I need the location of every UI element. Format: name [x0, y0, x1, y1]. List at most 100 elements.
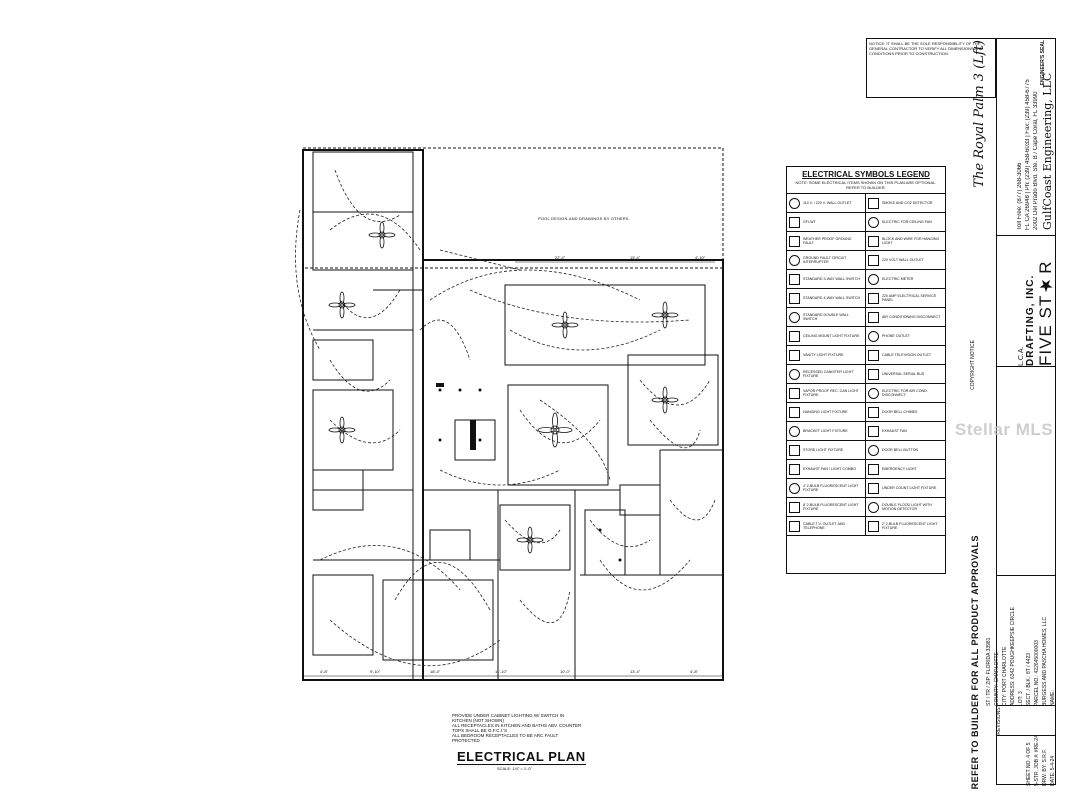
legend-label: PHONE OUTLET	[882, 333, 910, 338]
legend-symbol-icon	[868, 463, 879, 475]
legend-symbol-icon	[789, 368, 800, 380]
pool-area-outline	[302, 147, 724, 269]
bath-2	[312, 339, 374, 381]
legend-label: EXHAUST FAN / LIGHT COMBO	[803, 466, 856, 471]
legend-label: CABLE TELEVISION OUTLET	[882, 352, 932, 357]
legend-item: STANDARD 4-WAY WALL SWITCH	[787, 289, 866, 308]
legend-symbol-icon	[868, 444, 879, 456]
legend-item: DOUBLE FLOOD LIGHT WITH MOTION DETECTOR	[866, 498, 945, 517]
legend-item: GROUND FAULT CIRCUIT INTERRUPTER	[787, 251, 866, 270]
legend-item: 4' 2-BULB FLUORESCENT LIGHT FIXTURE	[787, 479, 866, 498]
engineer-tollfree: Toll Free: (877) 268-3066	[1017, 162, 1023, 230]
legend-item: STANDARD DOUBLE WALL SWITCH	[787, 308, 866, 327]
drafting-license: L.C.A.	[1018, 346, 1025, 366]
bedroom-3	[627, 354, 719, 446]
svg-text:18'-4": 18'-4"	[430, 669, 441, 674]
left-wing-wall	[302, 149, 424, 681]
legend-symbol-icon	[868, 387, 879, 399]
legend-label: EMERGENCY LIGHT	[882, 466, 917, 471]
legend-item: CEILING MOUNT LIGHT FIXTURE	[787, 327, 866, 346]
project-info: NAME: BURGESS AND PASCHA HOMES, LLC PARC…	[986, 575, 1056, 706]
legend-item: ELECTRIC FOR CEILING FAN	[866, 213, 945, 232]
legend-item: VAPOR PROOF REC. CAN LIGHT FIXTURE	[787, 384, 866, 403]
legend-symbol-icon	[868, 216, 879, 228]
model-name: The Royal Palm 3 (Lft)	[972, 40, 987, 188]
legend-label: AIR CONDITIONING DISCONNECT	[882, 314, 941, 319]
legend-item: RECESSED CANISTER LIGHT FIXTURE	[787, 365, 866, 384]
legend-item: HANGING LIGHT FIXTURE	[787, 403, 866, 422]
svg-text:13'-4": 13'-4"	[630, 669, 641, 674]
legend-symbol-icon	[789, 292, 800, 304]
svg-text:10'-0": 10'-0"	[560, 669, 571, 674]
legend-symbol-icon	[868, 501, 879, 513]
legend-item: WEATHER PROOF GROUND FAULT	[787, 232, 866, 251]
note-item: ALL BEDROOM RECEPTACLES TO BE ARC FAULT …	[452, 733, 559, 743]
legend-symbol-icon	[868, 292, 879, 304]
legend-item: ELECTRIC METER	[866, 270, 945, 289]
pool-note: POOL DESIGN AND DRAWINGS BY OTHERS.	[538, 216, 630, 221]
legend-label: STANDARD 4-WAY WALL SWITCH	[803, 295, 861, 300]
legend-symbol-icon	[868, 368, 879, 380]
legend-symbol-icon	[789, 216, 800, 228]
legend-item: 2' 2-BULB FLUORESCENT LIGHT FIXTURE	[866, 517, 945, 536]
dining	[499, 504, 571, 571]
svg-text:4'-8": 4'-8"	[320, 669, 329, 674]
entry	[584, 509, 626, 576]
legend-symbol-icon	[789, 501, 800, 513]
legend-item: CABLE TELEVISION OUTLET	[866, 346, 945, 365]
note-item: ALL RECEPTACLES IN KITCHEN AND BATHS ABV…	[452, 723, 582, 733]
legend-item: ELECTRIC FOR AIR COND. DISCONNECT	[866, 384, 945, 403]
legend-label: 2' 2-BULB FLUORESCENT LIGHT FIXTURE	[882, 521, 938, 530]
legend-label: DOUBLE FLOOD LIGHT WITH MOTION DETECTOR	[882, 502, 932, 511]
legend-item: EMERGENCY LIGHT	[866, 460, 945, 479]
svg-text:22'-4": 22'-4"	[555, 255, 566, 260]
legend-symbol-icon	[868, 330, 879, 342]
svg-text:15'-4": 15'-4"	[630, 255, 641, 260]
master-bath	[312, 151, 414, 213]
legend-label: ELECTRIC METER	[882, 276, 914, 281]
legend-symbol-icon	[789, 444, 800, 456]
ceiling-fan-icon	[551, 311, 579, 339]
legend-item: CABLE T.V. OUTLET AND TELEPHONE	[787, 517, 866, 536]
legend-title: ELECTRICAL SYMBOLS LEGEND	[802, 170, 930, 179]
bedroom-2	[312, 389, 394, 471]
ceiling-fan-icon	[651, 386, 679, 414]
legend-symbol-icon	[789, 406, 800, 418]
legend-label: STANDARD 3-WAY WALL SWITCH	[803, 276, 861, 281]
legend-item: EXHAUST FAN / LIGHT COMBO	[787, 460, 866, 479]
legend-symbol-icon	[789, 197, 800, 209]
legend-item: 110 V. / 220 V. WALL OUTLET	[787, 194, 866, 213]
drafting-name: FIVE ST★R	[1036, 260, 1055, 366]
watermark: Stellar MLS	[955, 420, 1054, 439]
legend-label: GROUND FAULT CIRCUIT INTERRUPTER	[803, 255, 847, 264]
legend-subtitle: NOTE: SOME ELECTRICAL ITEMS SHOWN ON THI…	[795, 180, 937, 190]
legend-symbol-icon	[789, 330, 800, 342]
title-block	[996, 38, 1056, 785]
legend-symbol-icon	[868, 254, 879, 266]
project-labels: NAME:	[1050, 690, 1056, 706]
garage-1	[312, 574, 374, 656]
legend-item: DOOR BELL CHIMES	[866, 403, 945, 422]
legend-label: CEILING MOUNT LIGHT FIXTURE	[803, 333, 860, 338]
legend-symbol-icon	[868, 273, 879, 285]
lanai	[504, 284, 706, 366]
legend-item: BLOCK AND WIRE FOR HANGING LIGHT	[866, 232, 945, 251]
copyright-notice: COPYRIGHT NOTICE	[970, 340, 976, 390]
legend-symbol-icon	[789, 387, 800, 399]
engineer-firm: GulfCoast Engineering, LLC	[1041, 72, 1054, 230]
legend-symbol-icon	[789, 425, 800, 437]
ceiling-fan-icon	[368, 221, 396, 249]
legend-item: STANDARD 3-WAY WALL SWITCH	[787, 270, 866, 289]
drafting-block: FIVE ST★R DRAFTING, INC. L.C.A.	[996, 235, 1056, 367]
legend-item: GFI-WT	[787, 213, 866, 232]
legend-item: 220 VOLT WALL OUTLET	[866, 251, 945, 270]
legend-label: STANDARD DOUBLE WALL SWITCH	[803, 312, 849, 321]
legend-label: CABLE T.V. OUTLET AND TELEPHONE	[803, 521, 846, 530]
legend-label: UNDER COUNT LIGHT FIXTURE	[882, 485, 937, 490]
plan-title: ELECTRICAL PLAN	[457, 749, 586, 765]
legend-item: AIR CONDITIONING DISCONNECT	[866, 308, 945, 327]
engineer-address: 2002 Del Prado Blvd. Ste. B / Cape Coral…	[1033, 91, 1039, 230]
ceiling-fan-icon	[537, 412, 573, 448]
master-bedroom	[312, 211, 414, 271]
